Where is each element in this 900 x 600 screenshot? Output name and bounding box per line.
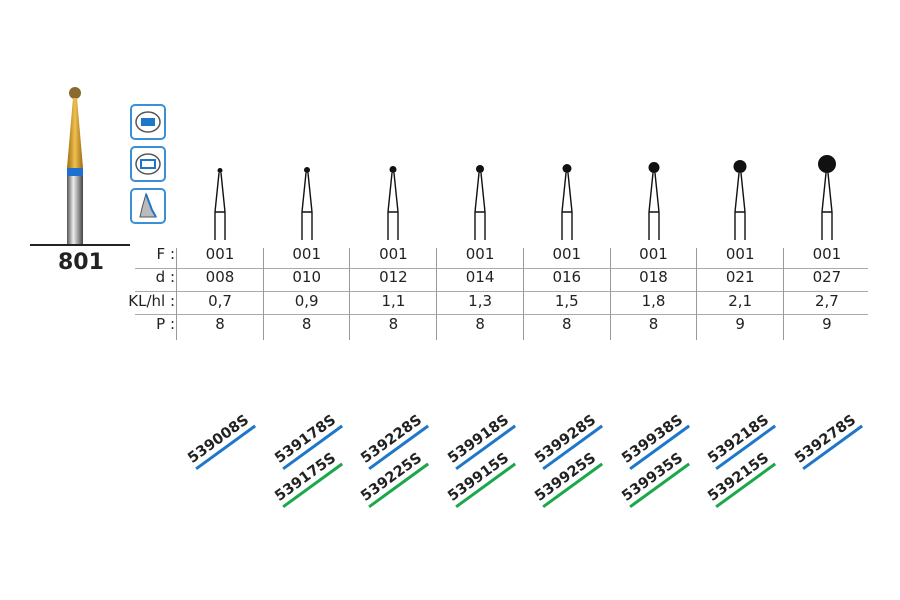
bur-diagram xyxy=(387,166,400,240)
tooth-profile-icon xyxy=(130,188,166,224)
cell-f: 001 xyxy=(292,245,321,263)
cell-kl: 0,7 xyxy=(208,292,232,310)
bur-diagram xyxy=(474,165,486,240)
cell-kl: 2,7 xyxy=(814,292,839,310)
cell-f: 001 xyxy=(639,245,668,263)
cell-kl: 1,8 xyxy=(641,292,666,310)
cell-d: 021 xyxy=(725,268,755,286)
column-divider xyxy=(436,248,438,340)
row-label: d : xyxy=(155,268,175,286)
column-divider xyxy=(349,248,351,340)
bur-instrument-image xyxy=(67,87,83,244)
article-code: 539278S xyxy=(792,410,863,470)
bur-diagram xyxy=(817,155,836,240)
article-code: 539008S xyxy=(185,410,257,470)
column-divider xyxy=(262,248,264,340)
cell-d: 012 xyxy=(379,268,408,286)
cavity-class-icon xyxy=(130,104,166,140)
row-label: KL/hl : xyxy=(128,292,175,310)
model-number: 801 xyxy=(58,250,104,275)
cell-f: 001 xyxy=(465,245,495,263)
column-divider xyxy=(782,248,784,340)
cell-d: 008 xyxy=(205,268,235,286)
row-divider xyxy=(135,268,868,269)
row-label: F : xyxy=(156,245,175,263)
cell-f: 001 xyxy=(812,245,842,263)
cell-p: 8 xyxy=(475,315,485,333)
cell-kl: 1,1 xyxy=(381,292,406,310)
cell-d: 018 xyxy=(639,268,668,286)
cell-f: 001 xyxy=(205,245,235,263)
cell-p: 8 xyxy=(215,315,225,333)
cell-d: 016 xyxy=(552,268,582,286)
column-divider xyxy=(609,248,611,340)
column-divider xyxy=(696,248,698,340)
bur-diagram xyxy=(214,168,226,240)
bur-diagram xyxy=(647,162,660,240)
cell-p: 8 xyxy=(562,315,572,333)
cell-kl: 2,1 xyxy=(728,292,753,310)
cell-kl: 1,3 xyxy=(468,292,493,310)
cell-p: 8 xyxy=(648,315,659,333)
row-label: P : xyxy=(156,315,175,333)
cell-d: 027 xyxy=(812,268,842,286)
cell-f: 001 xyxy=(552,245,582,263)
cavity-outline-icon xyxy=(130,146,166,182)
cell-d: 014 xyxy=(465,268,495,286)
cell-p: 9 xyxy=(735,315,745,333)
bur-diagram xyxy=(561,164,573,240)
cell-kl: 0,9 xyxy=(294,292,319,310)
column-divider xyxy=(176,248,177,340)
row-divider xyxy=(135,314,868,315)
bur-diagram xyxy=(300,167,313,240)
column-divider xyxy=(522,248,524,340)
cell-p: 9 xyxy=(822,315,832,333)
cell-f: 001 xyxy=(379,245,408,263)
baseline-divider xyxy=(30,244,130,246)
cell-kl: 1,5 xyxy=(554,292,579,310)
bur-diagram xyxy=(733,160,747,240)
row-divider xyxy=(135,291,868,292)
cell-f: 001 xyxy=(725,245,755,263)
cell-p: 8 xyxy=(388,315,399,333)
cell-p: 8 xyxy=(301,315,312,333)
cell-d: 010 xyxy=(292,268,321,286)
